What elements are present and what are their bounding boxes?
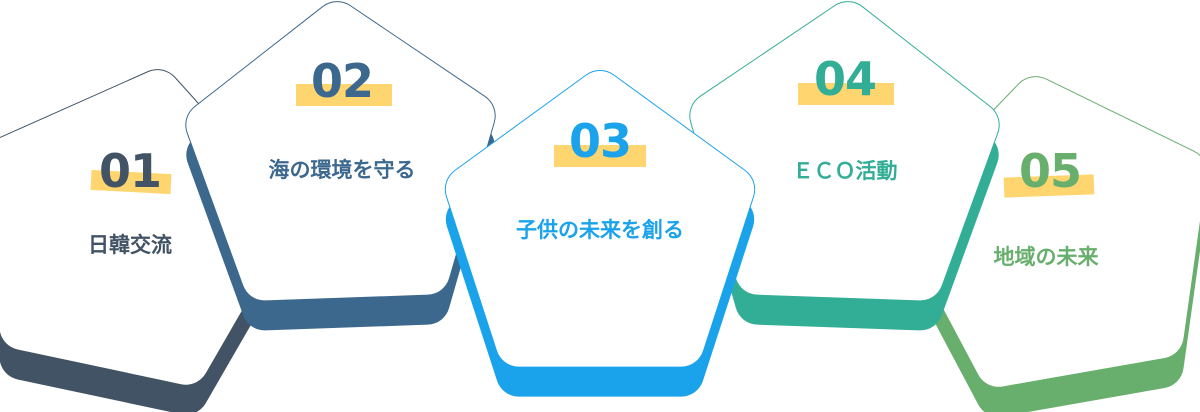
step-card-03: 03 子供の未来を創る	[444, 70, 756, 397]
step-label: 地域の未来	[994, 245, 1100, 269]
card-body	[690, 2, 999, 301]
step-number: 03	[569, 114, 631, 168]
step-number: 02	[311, 54, 373, 108]
card-body	[186, 2, 495, 301]
step-label: 海の環境を守る	[269, 158, 416, 182]
step-label: ＥＣＯ活動	[793, 159, 898, 183]
step-number: 04	[814, 52, 876, 106]
step-number: 05	[1019, 144, 1081, 198]
number-highlight	[798, 83, 894, 105]
number-highlight	[1003, 174, 1095, 198]
step-label: 子供の未来を創る	[516, 218, 684, 242]
number-highlight	[554, 145, 646, 167]
step-card-02: 02 海の環境を守る	[185, 1, 496, 331]
number-highlight	[296, 84, 392, 106]
step-label: 日韓交流	[88, 233, 172, 257]
step-number: 01	[99, 144, 161, 198]
card-body	[445, 71, 755, 367]
number-highlight	[90, 169, 172, 195]
